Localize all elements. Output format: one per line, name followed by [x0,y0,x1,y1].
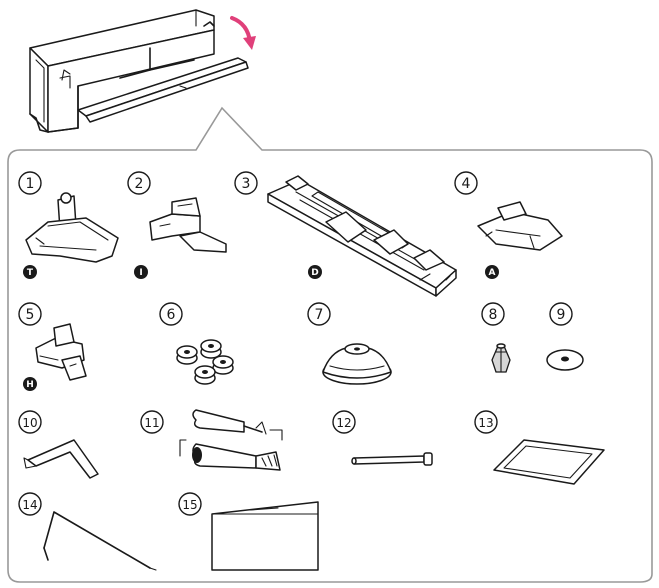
svg-text:3: 3 [242,176,251,192]
svg-text:5: 5 [26,307,35,323]
item-11-seam-ripper-and-brush: 11 [140,409,283,471]
item-2-zipper-foot: 2 I [127,171,227,279]
svg-text:1: 1 [26,176,35,192]
item-number-13: 13 [474,410,498,434]
item-number-14: 14 [18,492,42,516]
svg-text:6: 6 [167,307,176,323]
foot-code-badge-d: D [308,265,322,279]
foot-code-badge-t: T [23,265,37,279]
bobbin-b [200,339,222,359]
item-number-4: 4 [454,171,478,195]
item-9-spool-felt: 9 [546,302,584,371]
item-number-2: 2 [127,171,151,195]
item-13-needle-pack: 13 [474,410,605,485]
item-3-buttonhole-foot: 3 D [234,171,457,297]
item-number-6: 6 [159,302,183,326]
item-8-spool-cap-small: 8 [481,302,511,373]
svg-text:I: I [139,268,142,278]
item-number-10: 10 [18,410,42,434]
svg-text:A: A [489,268,496,278]
item-1-zigzag-foot: 1 T [18,171,119,279]
item-7-spool-cap-large: 7 [307,302,392,385]
item-number-8: 8 [481,302,505,326]
svg-text:12: 12 [336,416,351,430]
item-number-9: 9 [549,302,573,326]
svg-text:14: 14 [22,498,37,512]
svg-text:15: 15 [182,498,197,512]
bobbin-a [176,345,198,365]
item-number-3: 3 [234,171,258,195]
svg-text:2: 2 [135,176,144,192]
item-10-screwdriver: 10 [18,410,99,479]
item-4-satin-stitch-foot: 4 A [454,171,563,279]
item-number-12: 12 [332,410,356,434]
item-number-7: 7 [307,302,331,326]
svg-text:9: 9 [557,307,566,323]
svg-text:13: 13 [478,416,493,430]
accessories-panel [7,106,653,583]
foot-code-badge-h: H [23,377,37,391]
accessory-box-illustration [29,9,249,133]
item-14-quilting-guide: 14 [18,492,157,571]
svg-text:10: 10 [22,416,37,430]
foot-code-badge-a: A [485,265,499,279]
item-15-cover: 15 [178,492,319,571]
item-number-11: 11 [140,410,164,434]
open-direction-arrow-icon [230,16,256,50]
item-5-button-sewing-foot: 5 H [18,302,87,391]
item-12-additional-spool-pin: 12 [332,410,433,466]
svg-text:H: H [26,380,34,390]
svg-text:4: 4 [462,176,471,192]
item-number-1: 1 [18,171,42,195]
svg-text:T: T [27,268,34,278]
svg-text:11: 11 [144,416,159,430]
svg-text:8: 8 [489,307,498,323]
item-number-5: 5 [18,302,42,326]
foot-code-badge-i: I [134,265,148,279]
bobbin-c [212,355,234,375]
item-number-15: 15 [178,492,202,516]
item-6-bobbins: 6 [159,302,234,385]
svg-text:D: D [311,268,318,278]
svg-text:7: 7 [315,307,324,323]
bobbin-d [194,365,216,385]
